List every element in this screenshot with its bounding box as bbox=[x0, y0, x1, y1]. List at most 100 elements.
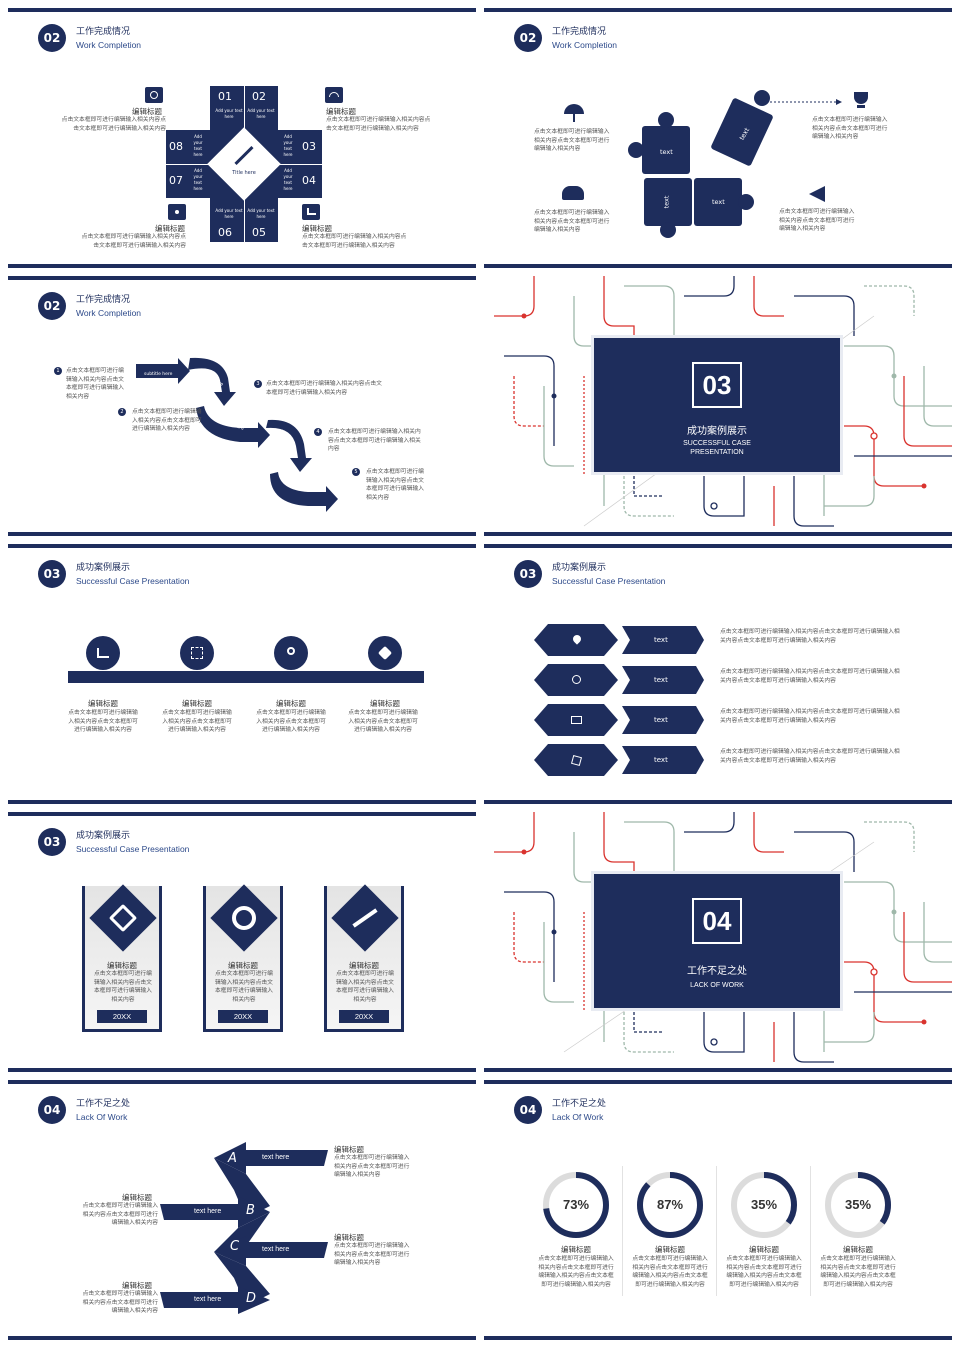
lifebuoy-glyph bbox=[232, 906, 256, 930]
slide-9: 04 工作不足之处 Lack Of Work A B C D text here… bbox=[8, 1080, 476, 1340]
add-text-6: Add your text here bbox=[215, 208, 243, 219]
step-2-text: 点击文本框即可进行编辑输入相关内容点击文本框即可进行编辑输入相关内容 bbox=[132, 409, 202, 432]
text-block-2: 点击文本框即可进行编辑输入相关内容点击文本框即可进行编辑输入相关内容 bbox=[534, 210, 610, 233]
bottom-bar bbox=[8, 1336, 476, 1340]
step-2-badge: 2 bbox=[118, 408, 126, 416]
section-title-en-1: SUCCESSFUL CASE bbox=[683, 440, 751, 447]
umbrella-icon bbox=[564, 104, 584, 114]
card-3-year: 20XX bbox=[339, 1010, 389, 1023]
subtitle-5: subtitle here bbox=[296, 479, 325, 484]
card-3-title: 编辑标题 bbox=[349, 961, 379, 970]
ring-2-progress bbox=[637, 1172, 703, 1238]
letter-d: D bbox=[246, 1291, 257, 1306]
card-1-body: 点击文本框即可进行编辑输入相关内容点击文本框即可进行编辑输入相关内容 bbox=[94, 971, 152, 1003]
slide-4: 03 成功案例展示 SUCCESSFUL CASE PRESENTATION bbox=[484, 276, 952, 536]
row-3-label: text bbox=[654, 716, 668, 724]
section-title-cn: 成功案例展示 bbox=[687, 426, 747, 437]
card-2-title: 编辑标题 bbox=[228, 961, 258, 970]
section-number: 02 bbox=[38, 24, 66, 52]
number-grid: 01 02 03 04 05 06 07 08 Add your text he… bbox=[166, 86, 322, 242]
bottom-bar bbox=[8, 532, 476, 536]
section-title-cn: 工作完成情况 bbox=[76, 27, 131, 37]
section-title-en: Successful Case Presentation bbox=[76, 844, 190, 854]
arrow-flow bbox=[136, 357, 338, 512]
ring-4-progress bbox=[825, 1172, 891, 1238]
right-top-title: 编辑标题 bbox=[326, 107, 356, 116]
left-top-title: 编辑标题 bbox=[132, 107, 162, 116]
section-number: 02 bbox=[38, 292, 66, 320]
col-2-title: 编辑标题 bbox=[182, 699, 212, 708]
slide-7: 03 成功案例展示 Successful Case Presentation 编… bbox=[8, 812, 476, 1072]
section-number: 04 bbox=[38, 1096, 66, 1124]
top-bar bbox=[484, 8, 952, 12]
block-1-title: 编辑标题 bbox=[334, 1145, 364, 1154]
top-bar bbox=[484, 1080, 952, 1084]
step-5-text: 点击文本框即可进行编辑输入相关内容点击文本框即可进行编辑输入相关内容 bbox=[366, 469, 424, 501]
block-4-title: 编辑标题 bbox=[122, 1281, 152, 1290]
text-block-1: 点击文本框即可进行编辑输入相关内容点击文本框即可进行编辑输入相关内容 bbox=[534, 129, 610, 152]
book-icon bbox=[571, 716, 582, 724]
card-2-body: 点击文本框即可进行编辑输入相关内容点击文本框即可进行编辑输入相关内容 bbox=[215, 971, 273, 1003]
trophy-base bbox=[857, 105, 865, 108]
ring-1-value: 73% bbox=[562, 1197, 590, 1212]
col-3-body: 点击文本框即可进行编辑输入相关内容点击文本框即可进行编辑输入相关内容 bbox=[256, 710, 326, 733]
ring-2-title: 编辑标题 bbox=[655, 1245, 685, 1254]
arrow-a-label: text here bbox=[262, 1154, 290, 1161]
ring-4-value: 35% bbox=[844, 1197, 872, 1212]
col-1-title: 编辑标题 bbox=[88, 699, 118, 708]
row-1-text: 点击文本框即可进行编辑输入相关内容点击文本框即可进行编辑输入相关内容点击文本框即… bbox=[720, 629, 900, 644]
section-title-en: Successful Case Presentation bbox=[552, 576, 666, 586]
text-block-3: 点击文本框即可进行编辑输入相关内容点击文本框即可进行编辑输入相关内容 bbox=[812, 117, 888, 140]
grid-num-04: 04 bbox=[302, 174, 316, 187]
row-4-label: text bbox=[654, 756, 668, 764]
card-3-body: 点击文本框即可进行编辑输入相关内容点击文本框即可进行编辑输入相关内容 bbox=[336, 971, 394, 1003]
block-2-body: 点击文本框即可进行编辑输入相关内容点击文本框即可进行编辑输入相关内容 bbox=[82, 1203, 158, 1226]
ring-3-progress bbox=[731, 1172, 797, 1238]
step-4-text: 点击文本框即可进行编辑输入相关内容点击文本框即可进行编辑输入相关内容 bbox=[328, 429, 421, 452]
add-text-3: Add your text here bbox=[283, 134, 293, 157]
ring-charts bbox=[543, 1172, 891, 1238]
left-bottom-body: 点击文本框即可进行编辑输入相关内容点击文本框即可进行编辑输入相关内容 bbox=[81, 234, 186, 249]
center-title: Title here bbox=[232, 170, 256, 176]
right-top-body: 点击文本框即可进行编辑输入相关内容点击文本框即可进行编辑输入相关内容 bbox=[326, 117, 431, 132]
divider-2 bbox=[716, 1166, 717, 1296]
step-4-badge: 4 bbox=[314, 428, 322, 436]
step-1-badge: 1 bbox=[54, 367, 62, 375]
ring-1-title: 编辑标题 bbox=[561, 1245, 591, 1254]
section-number: 03 bbox=[38, 828, 66, 856]
team-icon bbox=[562, 186, 584, 200]
gauge-icon bbox=[325, 87, 343, 103]
section-title-cn: 工作完成情况 bbox=[76, 295, 131, 305]
ring-4-body: 点击文本框即可进行编辑输入相关内容点击文本框即可进行编辑输入相关内容点击文本框即… bbox=[820, 1256, 896, 1288]
col-3-title: 编辑标题 bbox=[276, 699, 306, 708]
top-bar bbox=[8, 812, 476, 816]
subtitle-1: subtitle here bbox=[144, 372, 173, 377]
section-cover-panel: 04 工作不足之处 LACK OF WORK bbox=[594, 874, 840, 1008]
left-top-body: 点击文本框即可进行编辑输入相关内容点击文本框即可进行编辑输入相关内容 bbox=[61, 117, 166, 132]
bar-chart-icon bbox=[302, 204, 320, 220]
step-5-badge: 5 bbox=[352, 468, 360, 476]
sun-icon bbox=[572, 675, 581, 684]
bottom-bar bbox=[484, 264, 952, 268]
section-title-en: Work Completion bbox=[76, 308, 142, 318]
target-icon bbox=[145, 87, 163, 103]
slide-6: 03 成功案例展示 Successful Case Presentation t… bbox=[484, 544, 952, 804]
row-2-label: text bbox=[654, 676, 668, 684]
col-4-body: 点击文本框即可进行编辑输入相关内容点击文本框即可进行编辑输入相关内容 bbox=[348, 710, 418, 733]
step-1-text: 点击文本框即可进行编辑输入相关内容点击文本框即可进行编辑输入相关内容 bbox=[66, 368, 124, 400]
divider-1 bbox=[622, 1166, 623, 1296]
add-text-8: Add your text here bbox=[193, 134, 203, 157]
card-1-title: 编辑标题 bbox=[107, 961, 137, 970]
col-4-title: 编辑标题 bbox=[370, 699, 400, 708]
puzzle-text-2: text bbox=[662, 195, 671, 209]
slide-1: 02 工作完成情况 Work Completion 01 02 03 04 05… bbox=[8, 8, 476, 268]
divider-3 bbox=[810, 1166, 811, 1296]
section-title-cn: 成功案例展示 bbox=[76, 831, 131, 841]
puzzle-text-3: text bbox=[712, 198, 725, 206]
top-bar bbox=[8, 544, 476, 548]
section-title-cn: 工作不足之处 bbox=[552, 1099, 607, 1109]
ring-1-progress bbox=[543, 1172, 609, 1238]
row-4-text: 点击文本框即可进行编辑输入相关内容点击文本框即可进行编辑输入相关内容点击文本框即… bbox=[720, 749, 900, 764]
ring-2-body: 点击文本框即可进行编辑输入相关内容点击文本框即可进行编辑输入相关内容点击文本框即… bbox=[632, 1256, 708, 1288]
slide-8: 04 工作不足之处 LACK OF WORK bbox=[484, 812, 952, 1072]
